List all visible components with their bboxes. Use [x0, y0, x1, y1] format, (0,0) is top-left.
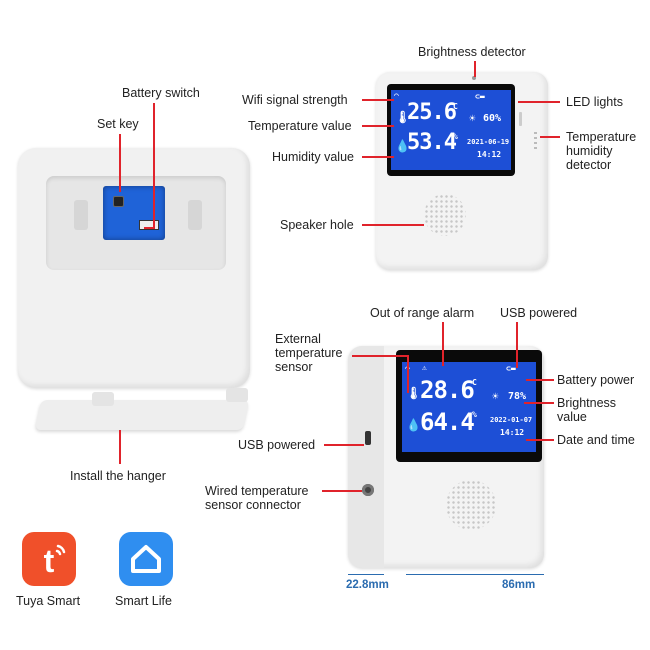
battery-power-line	[526, 379, 554, 381]
humidity-reading: 53.4	[407, 130, 457, 155]
hanger-tab-right	[226, 388, 248, 402]
out-of-range-alarm-label: Out of range alarm	[370, 306, 475, 320]
left-clip	[74, 200, 88, 230]
install-hanger-line	[119, 430, 121, 464]
tuya-smart-label: Tuya Smart	[16, 594, 81, 608]
right-clip	[188, 200, 202, 230]
wifi-icon: ◠	[394, 91, 399, 100]
brightness-reading: 60%	[483, 113, 502, 124]
humidity-value-label: Humidity value	[272, 150, 354, 164]
temperature-reading: 25.6	[407, 100, 457, 125]
time-reading: 14:12	[477, 150, 502, 159]
usb-powered-side-line	[324, 444, 364, 446]
tuya-logo-icon: t	[44, 543, 66, 579]
sensor-vents	[534, 132, 537, 150]
humidity-value-line	[362, 156, 394, 158]
smart-life-app-icon[interactable]	[119, 532, 173, 586]
water-drop-icon: 💧	[395, 139, 410, 153]
usb-powered-top-line	[516, 322, 518, 368]
sun-icon-bottom: ☀	[492, 390, 499, 403]
wired-sensor-jack[interactable]	[362, 484, 374, 496]
wired-sensor-connector-line	[322, 490, 362, 492]
svg-text:t: t	[44, 543, 55, 579]
battery-power-label: Battery power	[557, 373, 635, 387]
brightness-detector-line	[474, 61, 476, 77]
wall-hanger	[34, 400, 250, 430]
battery-icon: ⊂▬	[506, 364, 516, 373]
set-key-label: Set key	[97, 117, 139, 131]
time-reading-bottom: 14:12	[500, 428, 525, 437]
speaker-hole-label: Speaker hole	[280, 218, 354, 232]
battery-switch-line	[153, 103, 155, 228]
date-reading-bottom: 2022-01-07	[490, 416, 533, 424]
wifi-signal-label: Wifi signal strength	[242, 93, 348, 107]
lcd-screen-bottom: ◠ ⚠ 🌡 28.6 C 💧 64.4 % ⊂▬ ☀ 78% 2022-01-0…	[396, 350, 542, 462]
humidity-unit-bottom: %	[472, 410, 477, 419]
depth-dimension-label: 22.8mm	[346, 579, 389, 591]
alarm-icon: ⚠	[422, 363, 427, 372]
water-drop-icon-bottom: 💧	[406, 418, 421, 432]
width-dimension-label: 86mm	[502, 579, 536, 591]
external-sensor-icon: 🌡	[406, 386, 422, 400]
brightness-reading-bottom: 78%	[508, 391, 527, 402]
external-sensor-line-v	[407, 355, 409, 393]
battery-switch[interactable]	[139, 220, 159, 230]
speaker-grille-bottom	[446, 480, 496, 530]
usb-powered-top-label: USB powered	[500, 306, 578, 320]
date-reading: 2021-06-19	[467, 138, 510, 146]
temperature-reading-bottom: 28.6	[420, 376, 475, 404]
brightness-value-line	[524, 402, 554, 404]
device-back-view	[18, 148, 250, 388]
external-sensor-line	[352, 355, 408, 357]
humidity-unit: %	[453, 132, 458, 141]
usb-powered-side-label: USB powered	[238, 438, 316, 452]
thermometer-icon: 🌡	[395, 110, 411, 124]
house-icon	[131, 545, 161, 573]
temperature-value-line	[362, 125, 394, 127]
depth-dimension-line	[348, 574, 384, 575]
lcd-display-panel: ◠ 🌡 25.6 C 💧 53.4 % ⊂▬ ☀ 60% 2021-06-19 …	[391, 90, 511, 170]
brightness-detector-dot	[472, 76, 476, 80]
led-light-strip	[519, 112, 522, 126]
set-key-line	[119, 134, 121, 192]
hanger-tab-left	[92, 392, 114, 406]
battery-board	[103, 186, 165, 240]
out-of-range-alarm-line	[442, 322, 444, 366]
temp-humidity-detector-label: Temperature humidity detector	[566, 130, 637, 172]
date-and-time-label: Date and time	[557, 433, 635, 447]
lcd-screen-top: ◠ 🌡 25.6 C 💧 53.4 % ⊂▬ ☀ 60% 2021-06-19 …	[387, 84, 515, 176]
device-front-top: ◠ 🌡 25.6 C 💧 53.4 % ⊂▬ ☀ 60% 2021-06-19 …	[376, 72, 548, 270]
brightness-detector-label: Brightness detector	[418, 45, 526, 59]
width-dimension-line	[406, 574, 544, 575]
battery-switch-label: Battery switch	[122, 86, 200, 100]
temperature-value-label: Temperature value	[248, 119, 352, 133]
temperature-unit-bottom: C	[472, 378, 477, 387]
led-lights-label: LED lights	[566, 95, 623, 109]
set-key-button[interactable]	[113, 196, 124, 207]
led-lights-line	[518, 101, 560, 103]
smart-life-label: Smart Life	[115, 594, 172, 608]
device-side-view: ◠ ⚠ 🌡 28.6 C 💧 64.4 % ⊂▬ ☀ 78% 2022-01-0…	[348, 346, 544, 568]
tuya-smart-app-icon[interactable]: t	[22, 532, 76, 586]
side-panel-shade	[348, 346, 384, 568]
temperature-unit: C	[453, 102, 458, 111]
battery-switch-line-h	[144, 227, 155, 229]
usb-plug-icon: ⊂▬	[475, 92, 485, 101]
wired-sensor-connector-label: Wired temperature sensor connector	[205, 484, 309, 512]
usb-port[interactable]	[365, 431, 371, 445]
date-and-time-line	[526, 439, 554, 441]
lcd-display-panel-bottom: ◠ ⚠ 🌡 28.6 C 💧 64.4 % ⊂▬ ☀ 78% 2022-01-0…	[402, 362, 536, 452]
wifi-signal-line	[362, 99, 394, 101]
external-sensor-label: External temperature sensor	[275, 332, 343, 374]
brightness-value-label: Brightness value	[557, 396, 617, 424]
speaker-hole-line	[362, 224, 424, 226]
speaker-grille	[424, 194, 466, 236]
install-hanger-label: Install the hanger	[70, 469, 166, 483]
humidity-reading-bottom: 64.4	[420, 408, 475, 436]
sun-icon: ☀	[469, 112, 476, 125]
temp-humidity-detector-line	[540, 136, 560, 138]
